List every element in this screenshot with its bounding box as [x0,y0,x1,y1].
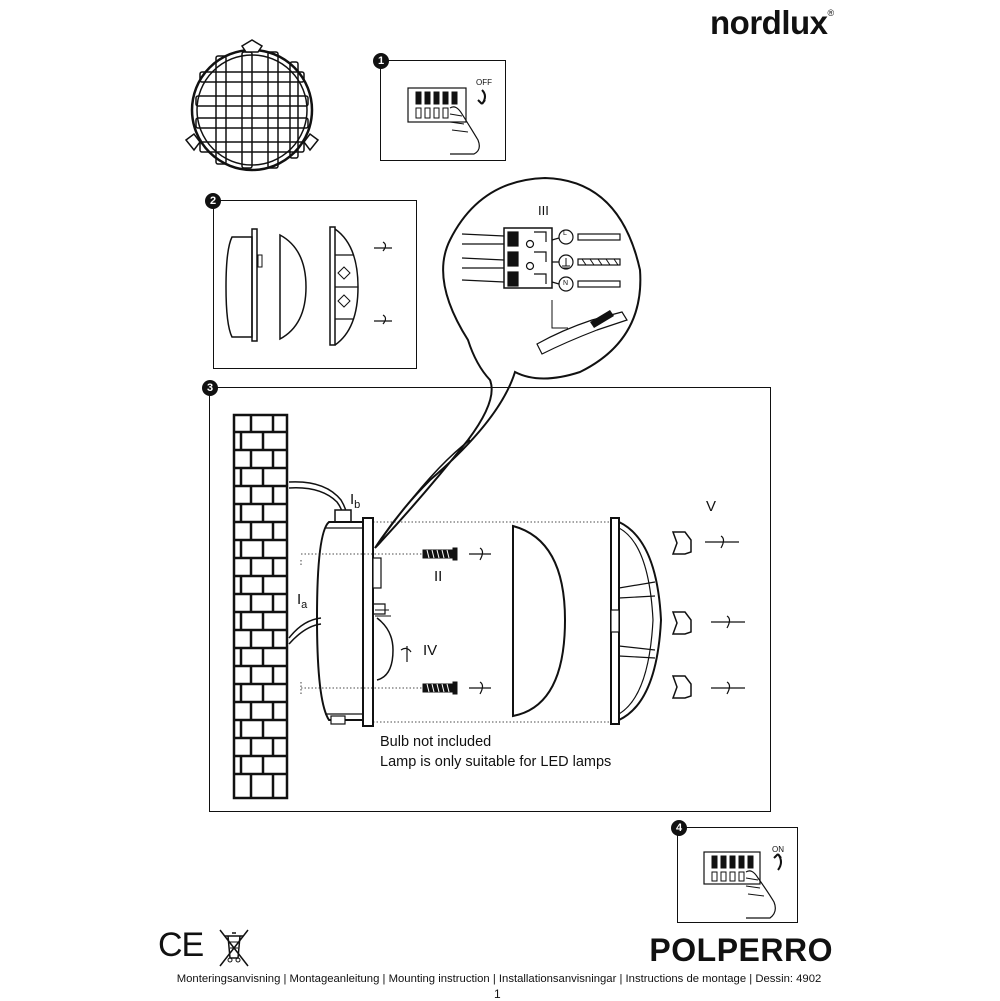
mounting-instructions-line: Monteringsanvisning | Montageanleitung |… [176,973,822,985]
ce-mark: CE [158,926,204,964]
label-ib: Ib [350,491,361,511]
assembly-drawing [288,481,745,727]
step-3-badge: 3 [202,380,218,396]
brand-name: nordlux [710,4,828,41]
label-ii: II [434,568,443,585]
led-note: Lamp is only suitable for LED lamps [380,754,612,770]
step-2-badge: 2 [205,193,221,209]
breaker-off-drawing [407,87,486,155]
bulb-note: Bulb not included [380,734,492,750]
label-ia: Ia [297,591,308,611]
terminal-n-label: N [563,280,569,287]
switch-off-label: OFF [476,78,492,87]
terminal-l-label: L [563,230,567,237]
breaker-on-drawing [703,851,782,919]
step-1-badge: 1 [373,53,389,69]
step-2-panel [213,200,417,369]
terminal-block-drawing [461,227,628,355]
label-v: V [706,498,717,515]
page-number: 1 [494,987,501,1001]
registered-mark: ® [827,8,835,18]
step-3-panel [209,387,771,812]
switch-on-label: ON [772,845,784,854]
product-overview-drawing [184,39,320,172]
step-4-panel [677,827,798,923]
label-iii: III [538,203,549,218]
step-4-badge: 4 [671,820,687,836]
label-iv: IV [423,642,438,659]
product-name: POLPERRO [649,932,833,968]
lamp-mount-tabs [184,39,320,152]
brick-wall [232,413,289,800]
weee-bin-icon [219,929,249,967]
disassembly-drawing [225,226,392,346]
brand-logo: nordlux® [710,4,834,42]
